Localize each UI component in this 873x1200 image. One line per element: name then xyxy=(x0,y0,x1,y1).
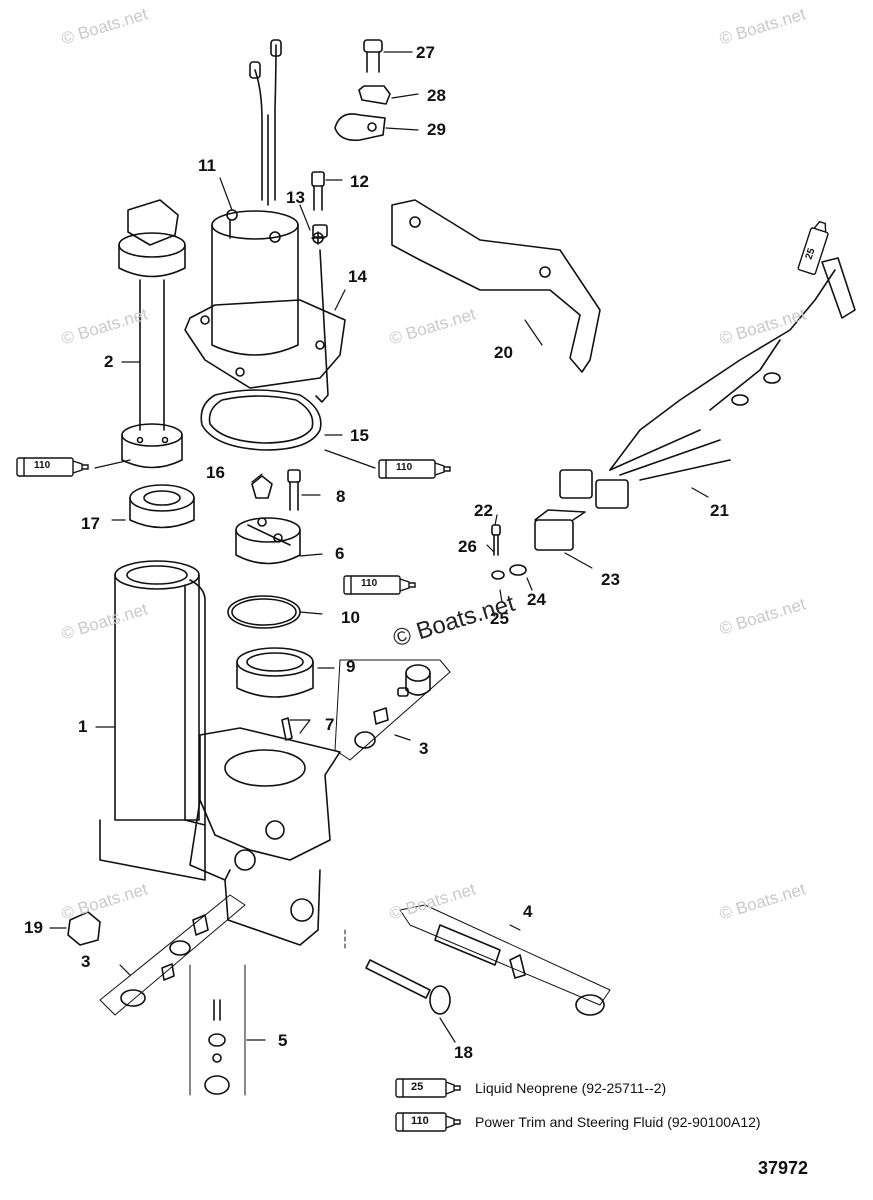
legend-code: 110 xyxy=(411,1115,429,1127)
trim-motor xyxy=(184,209,346,389)
filter-ring xyxy=(236,647,314,698)
callout-15: 15 xyxy=(350,426,369,445)
callout-21: 21 xyxy=(710,501,729,520)
fittings-lower xyxy=(99,894,246,1016)
fluid-tube-code: 110 xyxy=(396,462,413,473)
fluid-tube-code: 110 xyxy=(361,578,378,589)
callout-10: 10 xyxy=(341,608,360,627)
callout-6: 6 xyxy=(335,544,345,563)
callout-11: 11 xyxy=(198,156,216,175)
callout-5: 5 xyxy=(278,1031,288,1050)
valve-and-screw xyxy=(251,469,301,511)
callout-13: 13 xyxy=(286,188,305,207)
legend-code: 25 xyxy=(411,1081,424,1093)
callout-7: 7 xyxy=(325,715,335,734)
mounting-bracket xyxy=(391,199,601,373)
callout-4: 4 xyxy=(523,902,533,921)
fittings-upper xyxy=(334,659,451,761)
callout-14: 14 xyxy=(348,267,367,286)
legend-item-fluid: 110 Power Trim and Steering Fluid (92-90… xyxy=(395,1109,761,1135)
tube-icon: 25 xyxy=(395,1077,461,1099)
leader-lines xyxy=(49,51,709,1043)
motor-wires xyxy=(249,39,282,206)
clip-hardware xyxy=(334,39,391,142)
callout-28: 28 xyxy=(427,86,446,105)
callout-8: 8 xyxy=(336,487,346,506)
callout-3-upper: 3 xyxy=(419,739,429,758)
callout-19: 19 xyxy=(24,918,43,937)
manifold-body xyxy=(189,727,341,946)
relay-hardware xyxy=(491,509,586,580)
callout-16: 16 xyxy=(206,463,225,482)
legend-text: Power Trim and Steering Fluid (92-90100A… xyxy=(475,1114,761,1130)
fluid-tube-icon-right: 110 xyxy=(378,458,452,480)
tube-icon: 110 xyxy=(395,1111,461,1133)
motor-screw-and-strap xyxy=(311,171,329,403)
callout-20: 20 xyxy=(494,343,513,362)
fluid-tube-icon-pump: 110 xyxy=(343,574,417,596)
manual-release-shaft xyxy=(344,929,451,1015)
trim-ram xyxy=(118,199,186,469)
callout-23: 23 xyxy=(601,570,620,589)
legend-item-neoprene: 25 Liquid Neoprene (92-25711--2) xyxy=(395,1075,666,1101)
seal-ring xyxy=(129,484,195,529)
o-ring-round xyxy=(227,595,301,629)
callout-17: 17 xyxy=(81,514,100,533)
check-valves xyxy=(281,717,293,741)
callout-2: 2 xyxy=(104,352,114,371)
callout-1: 1 xyxy=(78,717,88,736)
wiring-harness xyxy=(559,257,856,509)
valve-stack xyxy=(189,964,246,1096)
callout-29: 29 xyxy=(427,120,446,139)
callout-12: 12 xyxy=(350,172,369,191)
callout-9: 9 xyxy=(346,657,356,676)
callout-26: 26 xyxy=(458,537,477,556)
cylinder-housing xyxy=(99,560,206,881)
callout-25: 25 xyxy=(490,609,509,628)
fluid-tube-code: 110 xyxy=(34,460,51,471)
end-cap xyxy=(67,911,101,946)
callout-18: 18 xyxy=(454,1043,473,1062)
neoprene-tube-icon: 25 xyxy=(796,213,835,277)
callout-27: 27 xyxy=(416,43,435,62)
fluid-tube-icon-left: 110 xyxy=(16,456,90,478)
callout-24: 24 xyxy=(527,590,546,609)
o-ring-oval xyxy=(200,389,322,451)
drawing-number: 37972 xyxy=(758,1158,809,1178)
legend-text: Liquid Neoprene (92-25711--2) xyxy=(475,1080,667,1096)
callout-22: 22 xyxy=(474,501,493,520)
trim-pump xyxy=(235,517,301,565)
callout-3-lower: 3 xyxy=(81,952,91,971)
valve-assembly-4 xyxy=(399,904,611,1016)
